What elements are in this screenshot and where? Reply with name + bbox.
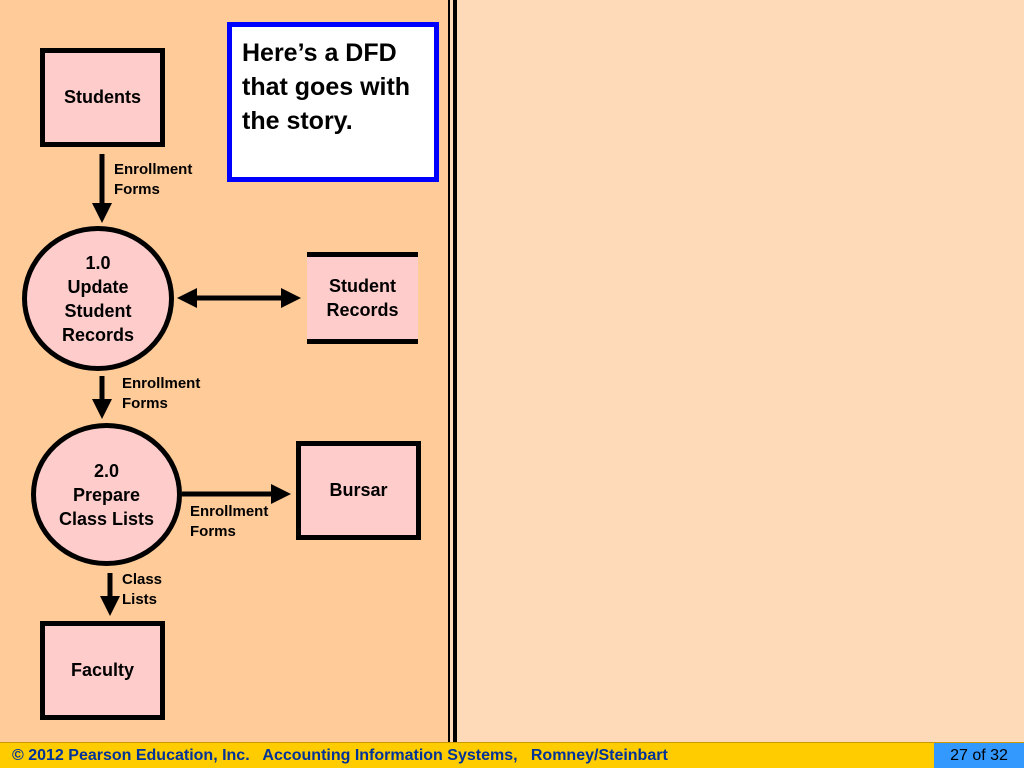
flow-label-line: Forms: [190, 523, 236, 540]
process-2-line: Prepare: [72, 484, 141, 505]
entity-bursar-label: Bursar: [329, 480, 388, 500]
flow-label-p1-p2: Enrollment Forms: [122, 374, 200, 414]
flow-label-line: Enrollment: [114, 161, 193, 178]
flow-label-p2-faculty: Class Lists: [122, 570, 162, 610]
process-1-line: Update: [67, 276, 129, 297]
footer-bar: © 2012 Pearson Education, Inc. Accountin…: [0, 742, 1024, 768]
process-1: 1.0 Update Student Records: [22, 226, 174, 371]
footer-copyright: © 2012 Pearson Education, Inc. Accountin…: [12, 746, 668, 764]
flow-label-p2-bursar: Enrollment Forms: [190, 502, 268, 542]
page-number: 27 of 32: [934, 743, 1024, 768]
entity-faculty-label: Faculty: [70, 660, 135, 680]
flow-label-line: Class: [122, 571, 163, 588]
entity-students: Students: [40, 48, 165, 147]
flow-label-line: Enrollment: [190, 503, 269, 520]
flow-label-line: Enrollment: [122, 375, 201, 392]
process-2-line: Class Lists: [58, 508, 155, 529]
callout-note-text: Here’s a DFD that goes with the story.: [242, 39, 411, 135]
flow-arrows: [92, 154, 301, 616]
divider-line: [448, 0, 450, 742]
flow-label-line: Forms: [122, 395, 168, 412]
process-1-line: Student: [64, 300, 132, 321]
callout-note: Here’s a DFD that goes with the story.: [227, 22, 439, 182]
process-2: 2.0 Prepare Class Lists: [31, 423, 182, 566]
process-2-number: 2.0: [93, 460, 119, 481]
flow-label-line: Lists: [122, 591, 158, 608]
data-store-line: Student: [329, 276, 396, 296]
flow-label-students-p1: Enrollment Forms: [114, 160, 192, 200]
right-pane: [457, 0, 1024, 742]
entity-students-label: Students: [63, 87, 141, 107]
flow-label-line: Forms: [114, 181, 160, 198]
divider-line: [453, 0, 457, 742]
process-1-line: Records: [61, 324, 135, 345]
entity-faculty: Faculty: [40, 621, 165, 720]
process-1-number: 1.0: [85, 252, 111, 273]
data-store-student-records: Student Records: [307, 252, 418, 344]
data-store-line: Records: [326, 300, 399, 320]
entity-bursar: Bursar: [296, 441, 421, 540]
